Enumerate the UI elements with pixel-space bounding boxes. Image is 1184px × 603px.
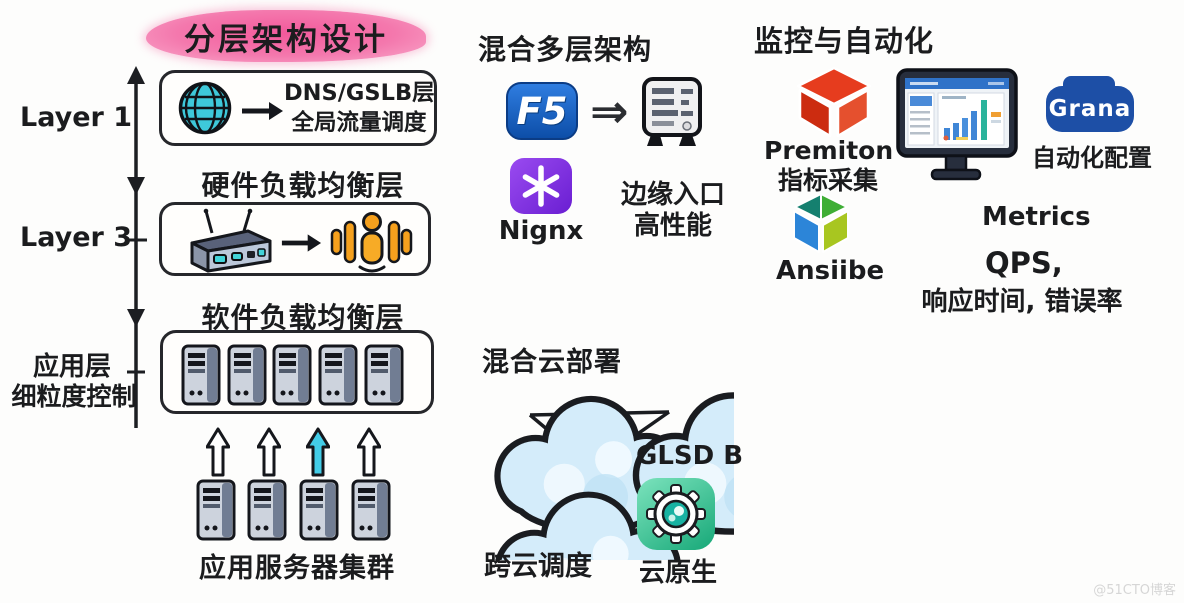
ansible-cube-icon <box>793 193 849 253</box>
f5-logo-text: F5 <box>516 89 568 133</box>
server-icon <box>181 344 221 406</box>
up-arrow-icon-highlighted <box>306 427 330 477</box>
cluster-label: 应用服务器集群 <box>199 553 395 584</box>
load-balancer-icon <box>330 212 413 273</box>
server-icon <box>227 344 267 406</box>
up-arrow-icon <box>357 427 381 477</box>
cloud-native-icon <box>637 478 715 550</box>
metrics-label: Metrics <box>982 202 1091 232</box>
left-section-title-highlight: 分层架构设计 <box>146 10 426 62</box>
nginx-logo <box>510 158 572 214</box>
dns-gslb-box: DNS/GSLB层 全局流量调度 <box>159 70 437 146</box>
app-layer-label-line2: 细粒度控制 <box>11 382 137 411</box>
edge-label-line2: 高性能 <box>633 211 712 241</box>
server-icon <box>364 344 404 406</box>
layer-axis-arrow <box>125 66 147 428</box>
f5-logo: F5 <box>506 82 578 140</box>
server-icon <box>298 479 340 541</box>
premiton-label: Premiton <box>764 136 894 165</box>
globe-icon <box>178 81 232 135</box>
app-layer-label-line1: 应用层 <box>32 352 111 382</box>
router-icon <box>190 208 272 273</box>
nginx-caption: Nignx <box>498 216 584 246</box>
asterisk-icon <box>522 165 560 207</box>
server-icon <box>350 479 392 541</box>
premiton-cube-icon <box>796 66 872 138</box>
software-lb-box <box>160 330 434 414</box>
server-icon <box>246 479 288 541</box>
glsdb-label: GLSD B <box>636 441 744 471</box>
cross-cloud-label: 跨云调度 <box>484 551 592 582</box>
hybrid-arch-title: 混合多层架构 <box>478 33 653 66</box>
latency-label: 响应时间, 错误率 <box>921 287 1123 317</box>
dashboard-monitor-icon <box>896 68 1018 181</box>
arrow-right-icon <box>242 102 283 120</box>
ansible-label: Ansiibe <box>776 256 885 286</box>
metrics-collect-label: 指标采集 <box>777 166 878 195</box>
dns-box-text: DNS/GSLB层 全局流量调度 <box>284 78 435 139</box>
autoconfig-label: 自动化配置 <box>1032 144 1152 172</box>
grana-logo-text: Grana <box>1048 96 1132 122</box>
up-arrow-icon <box>257 427 281 477</box>
hardware-lb-box <box>159 202 431 276</box>
server-icon <box>195 479 237 541</box>
dns-box-line2: 全局流量调度 <box>291 110 427 137</box>
hardware-lb-label: 硬件负载均衡层 <box>201 169 405 202</box>
grana-logo: Grana <box>1046 76 1134 132</box>
server-icon <box>272 344 312 406</box>
left-section-title: 分层架构设计 <box>184 21 388 58</box>
double-arrow-icon: ⇒ <box>590 84 629 138</box>
monitoring-title: 监控与自动化 <box>754 24 935 58</box>
dns-box-line1: DNS/GSLB层 <box>284 80 435 106</box>
layer3-label: Layer 3 <box>20 222 133 253</box>
up-arrow-icon <box>206 427 230 477</box>
grana-logo-body <box>1046 86 1134 132</box>
software-lb-label: 软件负载均衡层 <box>201 301 405 334</box>
server-cabinet-icon <box>642 77 702 146</box>
hybrid-cloud-title: 混合云部署 <box>482 347 622 378</box>
qps-label: QPS, <box>985 246 1063 280</box>
edge-label-line1: 边缘入口 <box>620 180 725 210</box>
arrow-right-icon <box>281 234 322 252</box>
server-icon <box>318 344 358 406</box>
watermark: @51CTO博客 <box>1093 583 1176 598</box>
layer1-label: Layer 1 <box>20 102 133 133</box>
gear-icon <box>646 484 706 544</box>
cloud-native-label: 云原生 <box>638 558 717 588</box>
